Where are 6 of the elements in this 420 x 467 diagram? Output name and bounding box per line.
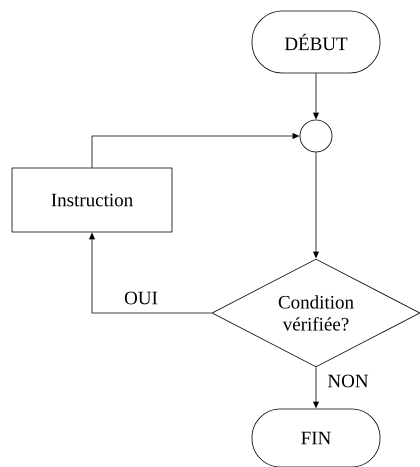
process-box: Instruction (12, 168, 172, 232)
terminal-box: DÉBUT (252, 10, 380, 74)
terminal-box: FIN (252, 408, 380, 467)
edge-label: OUI (124, 292, 158, 304)
edge-label: NON (328, 374, 368, 388)
junction-circle (300, 120, 332, 152)
